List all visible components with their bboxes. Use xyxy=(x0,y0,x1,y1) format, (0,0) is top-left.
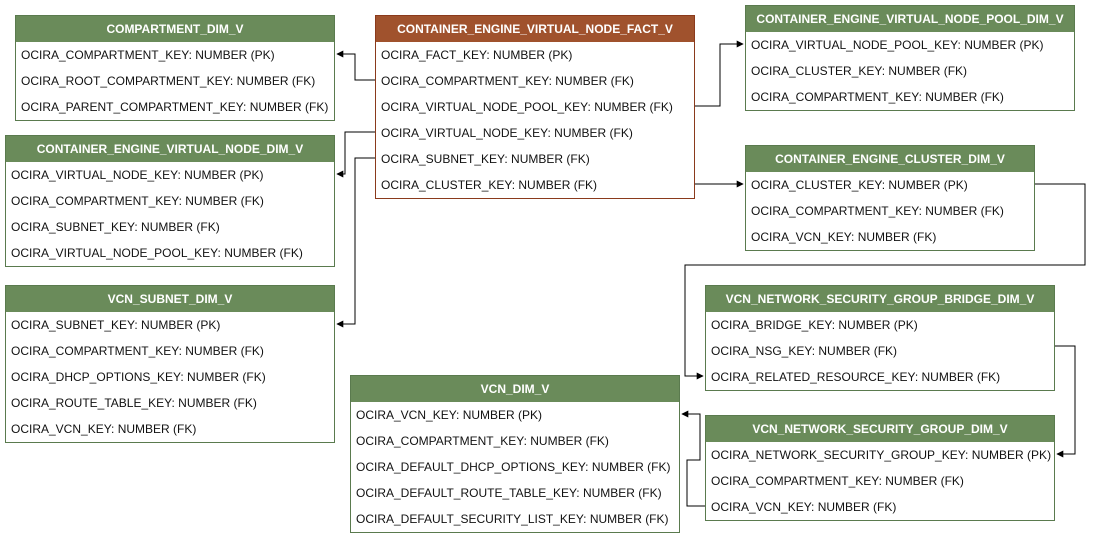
table-header: CONTAINER_ENGINE_VIRTUAL_NODE_POOL_DIM_V xyxy=(746,6,1074,32)
field-row: OCIRA_FACT_KEY: NUMBER (PK) xyxy=(381,48,573,62)
field-row: OCIRA_DEFAULT_DHCP_OPTIONS_KEY: NUMBER (… xyxy=(356,460,671,474)
table-virtual-node-fact: CONTAINER_ENGINE_VIRTUAL_NODE_FACT_V OCI… xyxy=(375,15,695,199)
field-row: OCIRA_VCN_KEY: NUMBER (FK) xyxy=(751,230,937,244)
table-virtual-node-dim: CONTAINER_ENGINE_VIRTUAL_NODE_DIM_V OCIR… xyxy=(5,135,335,267)
field-row: OCIRA_DEFAULT_SECURITY_LIST_KEY: NUMBER … xyxy=(356,512,669,526)
field-row: OCIRA_VIRTUAL_NODE_POOL_KEY: NUMBER (PK) xyxy=(751,38,1044,52)
field-row: OCIRA_COMPARTMENT_KEY: NUMBER (FK) xyxy=(381,74,634,88)
field-row: OCIRA_ROUTE_TABLE_KEY: NUMBER (FK) xyxy=(11,396,257,410)
table-header: CONTAINER_ENGINE_CLUSTER_DIM_V xyxy=(746,146,1034,172)
table-cluster-dim: CONTAINER_ENGINE_CLUSTER_DIM_V OCIRA_CLU… xyxy=(745,145,1035,251)
field-row: OCIRA_VIRTUAL_NODE_KEY: NUMBER (PK) xyxy=(11,168,264,182)
table-header: VCN_SUBNET_DIM_V xyxy=(6,286,334,312)
table-virtual-node-pool-dim: CONTAINER_ENGINE_VIRTUAL_NODE_POOL_DIM_V… xyxy=(745,5,1075,111)
link-bridge-to-nsg xyxy=(1055,345,1076,458)
table-compartment-dim: COMPARTMENT_DIM_V OCIRA_COMPARTMENT_KEY:… xyxy=(15,15,335,121)
field-row: OCIRA_DEFAULT_ROUTE_TABLE_KEY: NUMBER (F… xyxy=(356,486,662,500)
field-row: OCIRA_SUBNET_KEY: NUMBER (PK) xyxy=(11,318,221,332)
link-nsg-to-vcn xyxy=(681,410,705,507)
field-row: OCIRA_BRIDGE_KEY: NUMBER (PK) xyxy=(711,318,918,332)
field-row: OCIRA_VCN_KEY: NUMBER (PK) xyxy=(356,408,543,422)
field-row: OCIRA_CLUSTER_KEY: NUMBER (FK) xyxy=(751,64,968,78)
table-header: VCN_DIM_V xyxy=(351,376,679,402)
link-fact-to-compartment xyxy=(336,50,375,81)
field-row: OCIRA_VCN_KEY: NUMBER (FK) xyxy=(711,500,897,514)
field-row: OCIRA_NSG_KEY: NUMBER (FK) xyxy=(711,344,898,358)
field-row: OCIRA_ROOT_COMPARTMENT_KEY: NUMBER (FK) xyxy=(21,74,316,88)
field-row: OCIRA_COMPARTMENT_KEY: NUMBER (FK) xyxy=(11,344,264,358)
table-header: CONTAINER_ENGINE_VIRTUAL_NODE_DIM_V xyxy=(6,136,334,162)
field-row: OCIRA_COMPARTMENT_KEY: NUMBER (FK) xyxy=(711,474,964,488)
field-row: OCIRA_SUBNET_KEY: NUMBER (FK) xyxy=(381,152,590,166)
table-nsg-dim: VCN_NETWORK_SECURITY_GROUP_DIM_V OCIRA_N… xyxy=(705,415,1055,521)
field-row: OCIRA_VIRTUAL_NODE_POOL_KEY: NUMBER (FK) xyxy=(11,246,303,260)
field-row: OCIRA_COMPARTMENT_KEY: NUMBER (FK) xyxy=(11,194,264,208)
field-row: OCIRA_SUBNET_KEY: NUMBER (FK) xyxy=(11,220,220,234)
field-row: OCIRA_CLUSTER_KEY: NUMBER (PK) xyxy=(751,178,968,192)
field-row: OCIRA_NETWORK_SECURITY_GROUP_KEY: NUMBER… xyxy=(711,448,1052,462)
field-row: OCIRA_COMPARTMENT_KEY: NUMBER (FK) xyxy=(751,204,1004,218)
table-header: VCN_NETWORK_SECURITY_GROUP_BRIDGE_DIM_V xyxy=(706,286,1054,312)
field-row: OCIRA_COMPARTMENT_KEY: NUMBER (FK) xyxy=(751,90,1004,104)
field-row: OCIRA_VIRTUAL_NODE_POOL_KEY: NUMBER (FK) xyxy=(381,100,673,114)
table-header: COMPARTMENT_DIM_V xyxy=(16,16,334,42)
field-row: OCIRA_COMPARTMENT_KEY: NUMBER (PK) xyxy=(21,48,275,62)
field-row: OCIRA_PARENT_COMPARTMENT_KEY: NUMBER (FK… xyxy=(21,100,329,114)
link-fact-to-subnet xyxy=(336,157,375,328)
table-vcn-subnet-dim: VCN_SUBNET_DIM_V OCIRA_SUBNET_KEY: NUMBE… xyxy=(5,285,335,443)
table-header: CONTAINER_ENGINE_VIRTUAL_NODE_FACT_V xyxy=(376,16,694,42)
field-row: OCIRA_VIRTUAL_NODE_KEY: NUMBER (FK) xyxy=(381,126,633,140)
field-row: OCIRA_COMPARTMENT_KEY: NUMBER (FK) xyxy=(356,434,609,448)
link-fact-to-virtual-node-pool xyxy=(695,40,744,107)
field-row: OCIRA_RELATED_RESOURCE_KEY: NUMBER (FK) xyxy=(711,370,1001,384)
table-vcn-dim: VCN_DIM_V OCIRA_VCN_KEY: NUMBER (PK) OCI… xyxy=(350,375,680,533)
table-nsg-bridge-dim: VCN_NETWORK_SECURITY_GROUP_BRIDGE_DIM_V … xyxy=(705,285,1055,391)
field-row: OCIRA_CLUSTER_KEY: NUMBER (FK) xyxy=(381,178,598,192)
field-row: OCIRA_VCN_KEY: NUMBER (FK) xyxy=(11,422,197,436)
table-header: VCN_NETWORK_SECURITY_GROUP_DIM_V xyxy=(706,416,1054,442)
link-fact-to-virtual-node xyxy=(336,131,375,178)
field-row: OCIRA_DHCP_OPTIONS_KEY: NUMBER (FK) xyxy=(11,370,266,384)
